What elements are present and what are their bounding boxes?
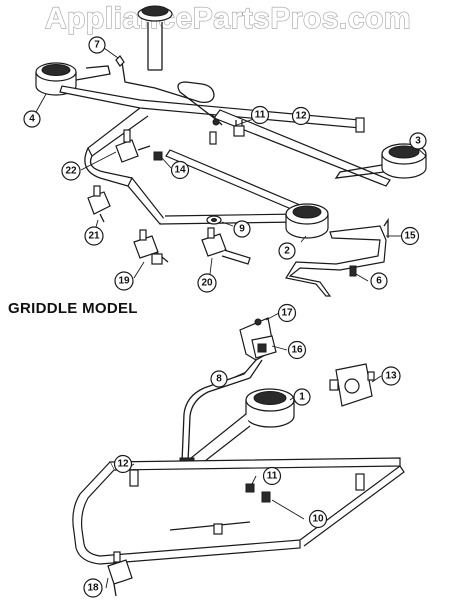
svg-text:22: 22 [65, 166, 77, 177]
callout-14: 14 [170, 160, 190, 180]
spud-14 [153, 151, 163, 161]
callout-13: 13 [381, 366, 401, 386]
svg-text:1: 1 [299, 392, 305, 403]
svg-text:17: 17 [281, 308, 293, 319]
callout-18: 18 [83, 578, 103, 598]
svg-text:12: 12 [117, 459, 129, 470]
section-title-griddle-model: GRIDDLE MODEL [8, 300, 138, 317]
svg-text:13: 13 [385, 371, 397, 382]
callout-11-lower: 11 [262, 466, 282, 486]
svg-text:4: 4 [29, 114, 35, 125]
svg-text:7: 7 [94, 40, 100, 51]
callout-9: 9 [233, 220, 251, 238]
callout-1: 1 [293, 388, 311, 406]
callout-12-griddle: 12 [113, 454, 133, 474]
svg-text:8: 8 [216, 374, 222, 385]
burner-3 [334, 143, 427, 179]
callout-17: 17 [277, 303, 297, 323]
valve-22 [115, 129, 151, 163]
callout-2: 2 [278, 242, 296, 260]
callout-11-upper: 11 [250, 105, 270, 125]
callout-22: 22 [61, 161, 81, 181]
gas-tube [121, 61, 223, 126]
griddle-tube-8 [181, 359, 263, 463]
svg-text:3: 3 [415, 136, 421, 147]
svg-text:20: 20 [201, 278, 213, 289]
svg-text:19: 19 [118, 276, 130, 287]
svg-text:11: 11 [267, 471, 278, 482]
callout-10: 10 [308, 509, 328, 529]
callout-12-upper: 12 [291, 106, 311, 126]
callout-8: 8 [210, 370, 228, 388]
callout-20: 20 [197, 273, 217, 293]
fitting-11-lower [245, 483, 255, 493]
valve-19 [133, 229, 169, 265]
svg-text:10: 10 [312, 514, 324, 525]
svg-text:14: 14 [174, 165, 186, 176]
burner-2 [285, 203, 329, 239]
callout-19: 19 [114, 271, 134, 291]
svg-text:21: 21 [88, 231, 100, 242]
screw-6 [349, 265, 357, 277]
leader-lines [35, 47, 427, 589]
callout-3: 3 [409, 132, 427, 150]
regulator-13 [329, 363, 375, 407]
svg-text:11: 11 [255, 110, 266, 121]
griddle-frame-12 [72, 457, 405, 565]
spud-10 [261, 491, 271, 503]
orifice-7 [115, 55, 125, 67]
callout-4: 4 [23, 110, 41, 128]
svg-text:9: 9 [239, 224, 245, 235]
callout-15: 15 [400, 226, 420, 246]
svg-text:15: 15 [404, 231, 416, 242]
callout-6: 6 [370, 272, 388, 290]
svg-text:18: 18 [87, 583, 99, 594]
callout-7: 7 [88, 36, 106, 54]
griddle-valve-16 [251, 335, 277, 359]
svg-text:6: 6 [376, 276, 382, 287]
svg-text:16: 16 [291, 345, 303, 356]
valve-21 [87, 185, 111, 223]
manifold-frame-upper [59, 85, 391, 225]
griddle-burner-1 [179, 388, 295, 469]
callout-16: 16 [287, 340, 307, 360]
watermark-logo: AppliancePartsPros.com [44, 1, 412, 35]
valve-20 [201, 227, 251, 265]
svg-text:2: 2 [284, 246, 290, 257]
burner-top [137, 5, 173, 71]
callout-21: 21 [84, 226, 104, 246]
griddle-valve-18 [107, 551, 133, 597]
svg-text:12: 12 [295, 111, 307, 122]
washer-9 [206, 215, 222, 225]
bracket-15 [285, 217, 389, 297]
